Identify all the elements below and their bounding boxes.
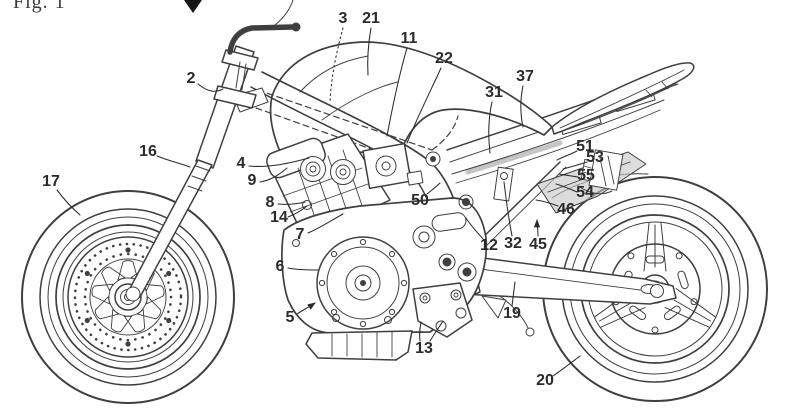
leader-line-22 — [406, 67, 442, 144]
oil-pan — [305, 330, 413, 361]
part-label-4: 4 — [237, 155, 246, 172]
leader-line-5 — [296, 302, 316, 315]
handlebar — [227, 24, 295, 55]
part-label-46: 46 — [557, 201, 575, 218]
clutch-cover — [316, 236, 410, 330]
leader-line-14 — [287, 205, 308, 218]
seat — [551, 62, 695, 135]
stand-linkage — [481, 295, 535, 337]
part-label-55: 55 — [577, 167, 595, 184]
front-brake-disc — [67, 236, 189, 358]
part-label-22: 22 — [435, 50, 453, 67]
part-label-31: 31 — [485, 84, 503, 101]
part-label-32: 32 — [504, 235, 522, 252]
leader-line-17 — [56, 189, 81, 216]
part-label-37: 37 — [516, 68, 534, 85]
part-label-5: 5 — [286, 309, 295, 326]
leader-line-45 — [533, 218, 541, 237]
electrical-box — [577, 149, 624, 195]
leader-line-50 — [426, 182, 441, 195]
part-label-11: 11 — [401, 30, 418, 47]
part-label-2: 2 — [187, 70, 196, 87]
leader-line-46 — [535, 199, 559, 207]
leader-line-6 — [287, 267, 319, 271]
part-label-54: 54 — [576, 184, 594, 201]
part-label-9: 9 — [248, 172, 257, 189]
leader-line-32 — [503, 181, 513, 237]
leader-line-20 — [552, 355, 581, 377]
part-label-20: 20 — [536, 372, 554, 389]
hidden-intake-duct — [255, 89, 459, 161]
leader-line-2 — [197, 83, 224, 92]
leader-line-3 — [329, 27, 344, 104]
part-label-7: 7 — [296, 226, 305, 243]
leader-line-9 — [259, 167, 288, 183]
part-label-51: 51 — [576, 138, 594, 155]
leader-line-7 — [307, 213, 344, 234]
part-label-50: 50 — [411, 192, 429, 209]
part-label-45: 45 — [529, 236, 547, 253]
leader-line-19 — [511, 281, 516, 307]
part-label-19: 19 — [503, 305, 521, 322]
front-fork — [125, 45, 255, 302]
leader-line-4 — [248, 157, 310, 167]
intake-trumpets — [300, 156, 356, 185]
leader-line-12 — [465, 217, 485, 241]
part-label-16: 16 — [139, 143, 157, 160]
bar-end — [291, 22, 301, 32]
leader-line-54 — [555, 183, 578, 193]
figure-caption: Fig. 1 — [13, 0, 66, 13]
mount-bracket — [412, 282, 473, 338]
part-label-53: 53 — [586, 149, 604, 166]
leader-line-55 — [558, 173, 579, 178]
part-label-17: 17 — [42, 173, 60, 190]
leader-line-11 — [386, 47, 408, 137]
front-direction-arrow — [184, 0, 202, 13]
part-label-6: 6 — [276, 258, 285, 275]
leader-line-31 — [488, 101, 493, 154]
leader-line-37 — [520, 85, 524, 128]
leader-line-13 — [419, 320, 444, 342]
part-label-8: 8 — [266, 194, 275, 211]
swingarm — [461, 255, 677, 305]
part-label-14: 14 — [270, 209, 288, 226]
part-label-21: 21 — [362, 10, 380, 27]
part-label-3: 3 — [339, 10, 348, 27]
part-label-12: 12 — [480, 237, 498, 254]
part-label-13: 13 — [415, 340, 433, 357]
leader-line-51 — [556, 150, 578, 161]
leader-line-53 — [562, 161, 588, 170]
leader-line-21 — [367, 27, 372, 76]
leader-line-8 — [277, 201, 306, 205]
throttle-cable — [270, 0, 294, 29]
steering-assembly — [213, 22, 301, 109]
frame-bracket-32 — [493, 166, 514, 202]
throttle-body — [362, 142, 424, 190]
leader-line-16 — [156, 155, 191, 168]
